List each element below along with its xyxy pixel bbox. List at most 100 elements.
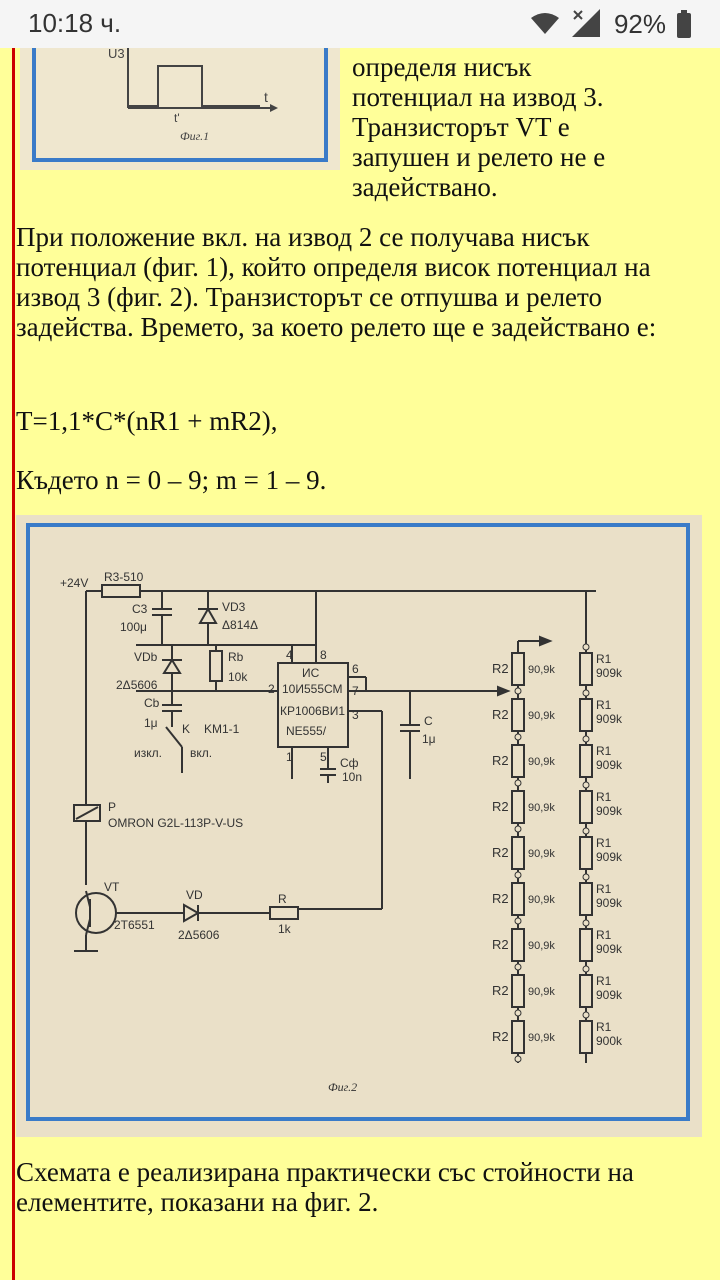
label-supply: +24V — [60, 576, 88, 590]
label-vdb-value: 2Δ5606 — [116, 678, 158, 692]
r2-resistor — [511, 790, 525, 824]
label-km: KM1-1 — [204, 722, 240, 736]
paragraph-explanation: При положение вкл. на извод 2 се получав… — [16, 222, 657, 342]
battery-icon — [677, 10, 691, 38]
r1-resistor — [579, 744, 593, 778]
label-vt-value: 2T6551 — [114, 918, 155, 932]
signal-icon — [571, 9, 600, 37]
r2-label: R2 — [492, 1029, 509, 1044]
label-k: K — [182, 722, 190, 736]
r2-resistor — [511, 698, 525, 732]
tap-dot — [514, 825, 522, 833]
tap-dot — [514, 871, 522, 879]
tap-dot — [514, 917, 522, 925]
label-vd-value: 2Δ5606 — [178, 928, 220, 942]
r1-label: R1 — [596, 1020, 612, 1034]
label-cf: Cф — [340, 756, 359, 770]
r2-value: 90,9k — [528, 664, 555, 676]
r1-value: 909k — [596, 896, 623, 910]
side-line: потенциал на извод 3. — [352, 82, 604, 112]
r2-label: R2 — [492, 707, 509, 722]
label-pin8: 8 — [320, 648, 327, 662]
r2-value: 90,9k — [528, 1032, 555, 1044]
side-line: задействано. — [352, 172, 498, 202]
circuit-labels: +24V R3-510 C3 100μ VD3 Δ814Δ VDb 2Δ5606… — [60, 570, 436, 1094]
status-bar: 10:18 ч. 92% — [0, 0, 720, 48]
r1-label: R1 — [596, 882, 612, 896]
figure-1-axis-x-label: t — [264, 89, 268, 105]
r2-value: 90,9k — [528, 802, 555, 814]
tap-dot — [582, 689, 590, 697]
label-vdb: VDb — [134, 650, 158, 664]
r1-resistor — [579, 652, 593, 686]
r1-resistor — [579, 882, 593, 916]
r2-label: R2 — [492, 845, 509, 860]
r1-resistor — [579, 790, 593, 824]
tap-dot — [514, 1009, 522, 1017]
figure-1-side-text: определя нисък потенциал на извод 3. Тра… — [352, 52, 692, 202]
tap-dot — [514, 963, 522, 971]
r1-value: 909k — [596, 942, 623, 956]
label-r-value: 1k — [278, 922, 292, 936]
r2-resistor — [511, 744, 525, 778]
tap-dot — [514, 1055, 522, 1063]
side-line: Транзисторът VT е — [352, 112, 570, 142]
tap-dot — [582, 827, 590, 835]
r1-resistor — [579, 1020, 593, 1054]
label-c: C — [424, 714, 433, 728]
r1-label: R1 — [596, 698, 612, 712]
label-pin4: 4 — [286, 648, 293, 662]
r1-resistor — [579, 974, 593, 1008]
r1-label: R1 — [596, 790, 612, 804]
figure-1-pulse — [128, 65, 260, 107]
circuit-wires — [73, 584, 596, 1063]
label-on: вкл. — [190, 746, 212, 760]
label-cb-value: 1μ — [144, 716, 158, 730]
r2-resistor — [511, 836, 525, 870]
r2-value: 90,9k — [528, 894, 555, 906]
paragraph-conclusion: Схемата е реализирана практически със ст… — [16, 1157, 634, 1217]
figure-2-frame — [26, 523, 690, 1121]
r2-value: 90,9k — [528, 710, 555, 722]
tap-dot — [582, 873, 590, 881]
label-p: P — [108, 800, 116, 814]
label-pin2: 2 — [268, 682, 275, 696]
figure-2-caption: Фиг.2 — [328, 1080, 357, 1094]
r2-value: 90,9k — [528, 986, 555, 998]
label-rb: Rb — [228, 650, 244, 664]
label-r3: R3-510 — [104, 570, 144, 584]
r1-label: R1 — [596, 836, 612, 850]
r1-label: R1 — [596, 928, 612, 942]
tap-dot — [582, 1011, 590, 1019]
r2-label: R2 — [492, 753, 509, 768]
r2-resistor — [511, 1020, 525, 1054]
tap-dot — [514, 733, 522, 741]
label-vd3: VD3 — [222, 600, 246, 614]
label-cb: Cb — [144, 696, 160, 710]
tap-dot — [582, 735, 590, 743]
r2-label: R2 — [492, 891, 509, 906]
label-rb-value: 10k — [228, 670, 248, 684]
side-line: запушен и релето не е — [352, 142, 606, 172]
label-ic4: NE555/ — [286, 724, 327, 738]
wifi-icon — [530, 13, 559, 34]
label-pin6: 6 — [352, 662, 359, 676]
side-line: определя нисък — [352, 52, 532, 82]
left-border — [12, 0, 15, 1280]
r1-value: 909k — [596, 988, 623, 1002]
label-vt: VT — [104, 880, 120, 894]
r2-value: 90,9k — [528, 756, 555, 768]
tap-dot — [514, 779, 522, 787]
label-vd3-value: Δ814Δ — [222, 618, 258, 632]
where-text: Където n = 0 – 9; m = 1 – 9. — [16, 465, 327, 495]
tap-dot — [514, 687, 522, 695]
r2-value: 90,9k — [528, 848, 555, 860]
label-ic3: КР1006ВИ1 — [280, 704, 345, 718]
status-time: 10:18 ч. — [28, 8, 122, 38]
r1-label: R1 — [596, 974, 612, 988]
r2-resistor — [511, 974, 525, 1008]
label-c3: C3 — [132, 602, 148, 616]
r1-value: 909k — [596, 666, 623, 680]
